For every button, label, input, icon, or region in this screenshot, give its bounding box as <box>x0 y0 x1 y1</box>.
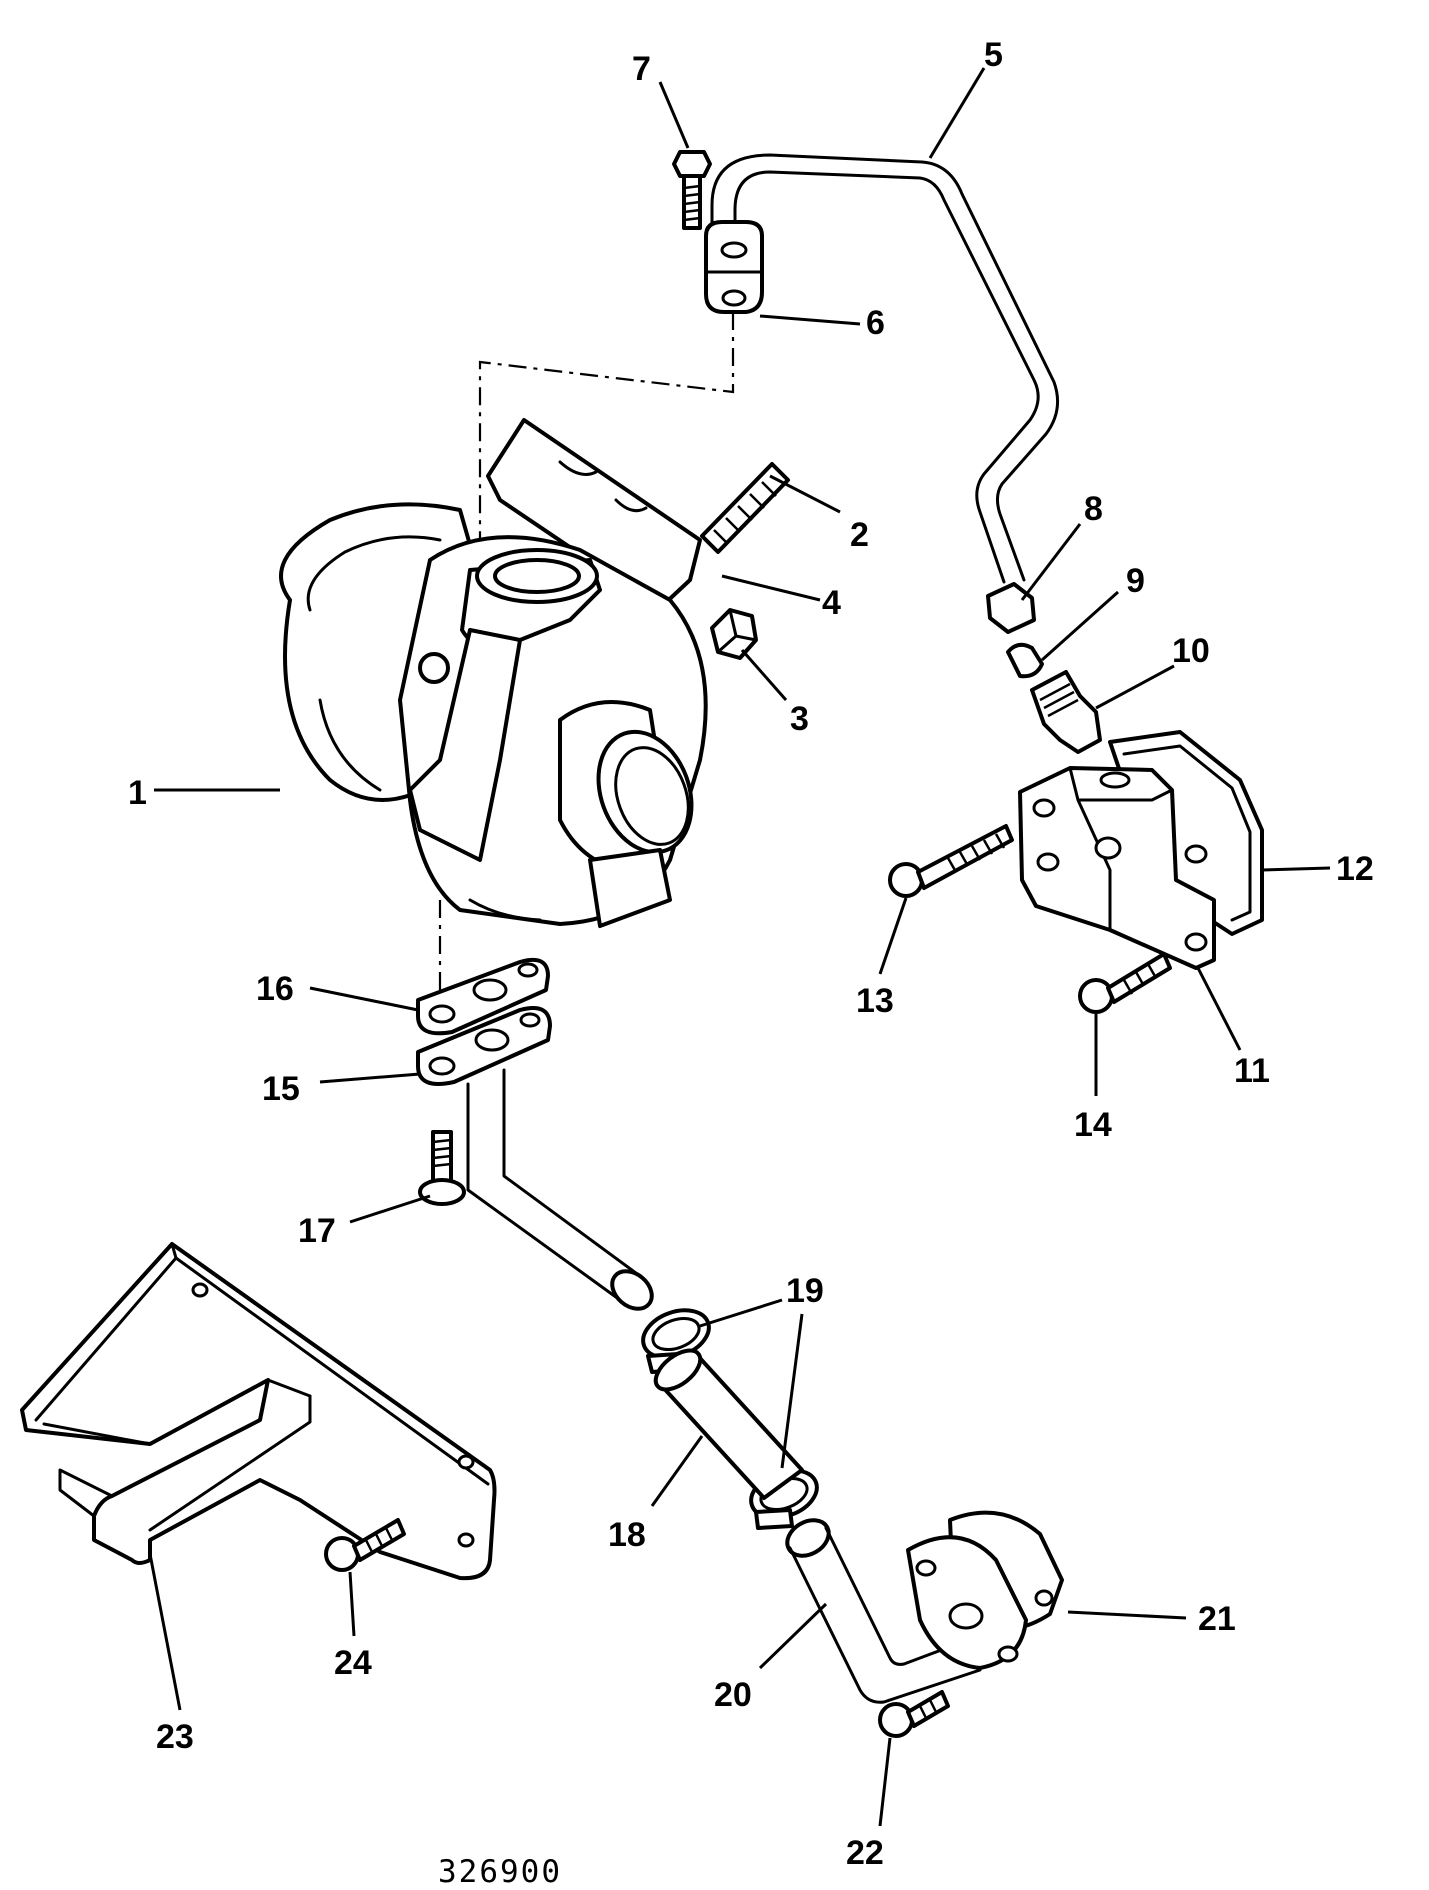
drain-tube-lower <box>785 1518 982 1704</box>
callout-13: 13 <box>856 982 894 1020</box>
callout-2: 2 <box>850 516 869 554</box>
oil-adaptor-block <box>1018 766 1216 970</box>
callout-labels: 1 2 3 4 5 6 7 8 9 10 11 12 13 14 15 16 1… <box>128 36 1374 1872</box>
oil-feed-pipe <box>710 153 1060 584</box>
union-nut <box>986 582 1036 634</box>
drain-bolt <box>418 1130 466 1206</box>
drain-hose <box>653 1348 804 1500</box>
leader-lines <box>148 67 1331 1827</box>
callout-21: 21 <box>1198 1600 1236 1638</box>
turbo-flange-gasket <box>486 418 702 610</box>
flange-nut <box>710 608 758 660</box>
adaptor-bolt-upper <box>888 824 1014 898</box>
turbocharger <box>279 502 708 928</box>
callout-20: 20 <box>714 1676 752 1714</box>
callout-12: 12 <box>1336 850 1374 888</box>
banjo-bolt <box>672 150 712 230</box>
olive-ring <box>1006 642 1044 679</box>
callout-24: 24 <box>334 1644 372 1682</box>
callout-16: 16 <box>256 970 294 1008</box>
callout-10: 10 <box>1172 632 1210 670</box>
callout-3: 3 <box>790 700 809 738</box>
callout-5: 5 <box>984 36 1003 74</box>
callout-18: 18 <box>608 1516 646 1554</box>
callout-11: 11 <box>1234 1052 1270 1090</box>
callout-1: 1 <box>128 774 147 812</box>
callout-19: 19 <box>786 1272 824 1310</box>
callout-15: 15 <box>262 1070 300 1108</box>
flange-bolt <box>878 1690 950 1738</box>
flange-stud <box>700 462 790 554</box>
heat-shield <box>20 1242 497 1581</box>
callout-4: 4 <box>822 584 841 622</box>
adaptor-fitting <box>1030 670 1102 754</box>
shield-bolt <box>324 1518 406 1572</box>
callout-22: 22 <box>846 1834 884 1872</box>
drain-gasket-lower <box>416 1006 552 1086</box>
callout-23: 23 <box>156 1718 194 1756</box>
drain-tube-upper <box>466 1068 654 1311</box>
callout-7: 7 <box>632 50 651 88</box>
callout-8: 8 <box>1084 490 1103 528</box>
callout-9: 9 <box>1126 562 1145 600</box>
callout-14: 14 <box>1074 1106 1112 1144</box>
adaptor-bolt-lower <box>1078 952 1172 1014</box>
callout-6: 6 <box>866 304 885 342</box>
assembly-line-pipe-to-turbo <box>478 312 735 560</box>
pipe-clamp <box>704 220 764 314</box>
drain-flange <box>906 1510 1064 1670</box>
callout-17: 17 <box>298 1212 336 1250</box>
drain-gasket-upper <box>416 957 550 1036</box>
drawing-reference-number: 326900 <box>438 1854 562 1890</box>
